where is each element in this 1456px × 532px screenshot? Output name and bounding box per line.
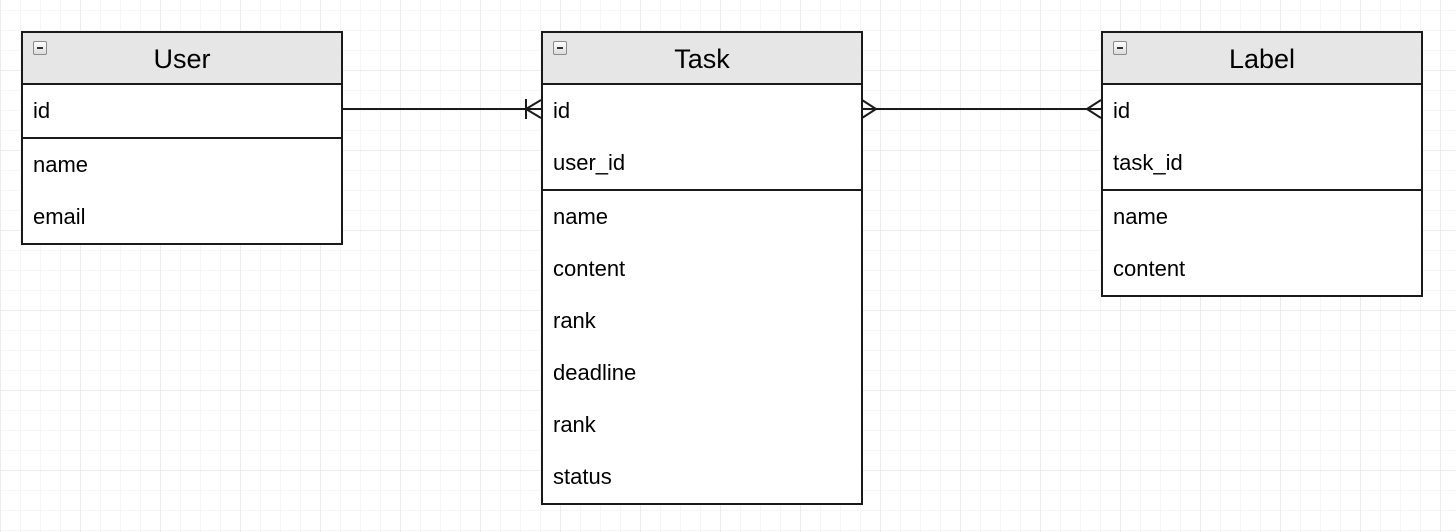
entity-label[interactable]: Label id task_id name content: [1101, 31, 1423, 297]
collapse-icon[interactable]: [1113, 41, 1127, 55]
relationship-user-task[interactable]: [342, 99, 542, 119]
attribute-section: name content rank deadline rank status: [543, 191, 861, 503]
entity-header: User: [23, 33, 341, 85]
crowfoot-task-lower: [861, 108, 877, 119]
crowfoot-task-upper: [861, 99, 877, 110]
key-section: id: [23, 85, 341, 139]
key-section: id task_id: [1103, 85, 1421, 191]
crowfoot-upper: [525, 99, 542, 110]
key-section: id user_id: [543, 85, 861, 191]
attribute-row[interactable]: id: [33, 98, 51, 123]
collapse-icon[interactable]: [33, 41, 47, 55]
crowfoot-lower: [525, 108, 542, 119]
attribute-row[interactable]: status: [553, 464, 612, 489]
crowfoot-label-upper: [1086, 99, 1102, 110]
attribute-section: name email: [23, 139, 341, 243]
entity-user[interactable]: User id name email: [21, 31, 343, 245]
collapse-icon[interactable]: [553, 41, 567, 55]
entity-header: Label: [1103, 33, 1421, 85]
attribute-row[interactable]: rank: [553, 412, 596, 437]
attribute-row[interactable]: user_id: [553, 150, 626, 175]
attribute-row[interactable]: rank: [553, 308, 596, 333]
attribute-row[interactable]: deadline: [553, 360, 637, 385]
crowfoot-label-lower: [1086, 108, 1102, 119]
relationship-task-label[interactable]: [861, 99, 1102, 119]
entity-title: Task: [674, 44, 730, 74]
attribute-row[interactable]: name: [553, 204, 609, 229]
entity-title: Label: [1228, 44, 1296, 74]
entity-header: Task: [543, 33, 861, 85]
attribute-section: name content: [1103, 191, 1421, 295]
attribute-row[interactable]: name: [1113, 204, 1169, 229]
entity-title: User: [153, 44, 211, 74]
attribute-row[interactable]: content: [1113, 256, 1186, 281]
attribute-row[interactable]: content: [553, 256, 626, 281]
entity-task[interactable]: Task id user_id name content rank deadli…: [541, 31, 863, 505]
attribute-row[interactable]: email: [33, 204, 86, 229]
attribute-row[interactable]: name: [33, 152, 89, 177]
attribute-row[interactable]: id: [1113, 98, 1131, 123]
attribute-row[interactable]: id: [553, 98, 571, 123]
attribute-row[interactable]: task_id: [1113, 150, 1183, 175]
